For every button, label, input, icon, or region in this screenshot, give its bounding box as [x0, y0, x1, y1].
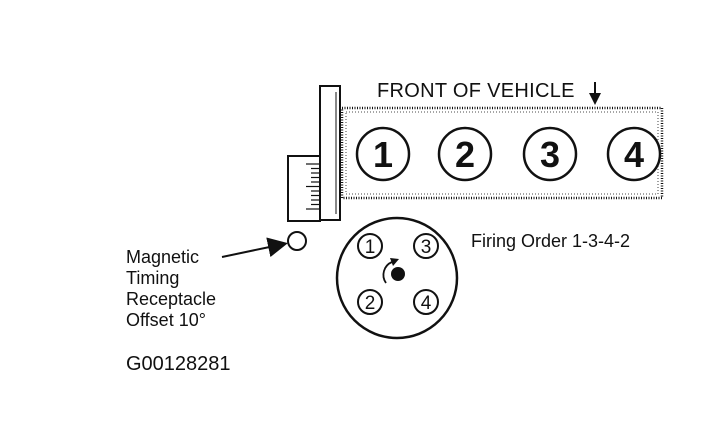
timing-label-line: Magnetic: [126, 247, 200, 267]
arrow-down-icon: [589, 82, 601, 105]
cylinder-4: [606, 126, 662, 182]
distributor-terminals: 1 3 2 4: [357, 233, 439, 315]
timing-scale-ticks: [306, 163, 319, 210]
firing-order-label: Firing Order 1-3-4-2: [471, 231, 631, 251]
timing-label-line: Receptacle: [126, 289, 217, 309]
arrow-left-icon: [221, 237, 288, 258]
distributor-terminal-4: [413, 289, 439, 315]
front-of-vehicle-label: FRONT OF VEHICLE: [377, 80, 575, 102]
timing-receptacle: [287, 231, 307, 251]
front-pulley: [319, 85, 341, 221]
cylinder-number: 3: [540, 134, 560, 175]
cylinder-number: 4: [624, 134, 644, 175]
terminal-number: 4: [421, 293, 432, 314]
distributor-terminal-1: [357, 233, 383, 259]
timing-scale: [287, 155, 321, 222]
distributor-terminal-3: [413, 233, 439, 259]
cylinder-row: 1 2 3 4: [355, 126, 662, 182]
timing-receptacle-label: Magnetic Timing Receptacle Offset 10°: [126, 247, 216, 331]
cylinder-3: [522, 126, 578, 182]
timing-label-line: Offset 10°: [126, 310, 206, 330]
cylinder-2: [437, 126, 493, 182]
reference-code: G00128281: [126, 353, 231, 375]
rotation-arrow-icon: [382, 258, 399, 284]
cylinder-number: 2: [455, 134, 475, 175]
rotor-icon: [391, 267, 405, 281]
timing-label-line: Timing: [126, 268, 180, 288]
terminal-number: 3: [421, 237, 432, 258]
engine-block: [340, 106, 664, 200]
terminal-number: 2: [365, 293, 376, 314]
terminal-number: 1: [365, 237, 376, 258]
cylinder-1: [355, 126, 411, 182]
cylinder-number: 1: [373, 134, 393, 175]
distributor-terminal-2: [357, 289, 383, 315]
